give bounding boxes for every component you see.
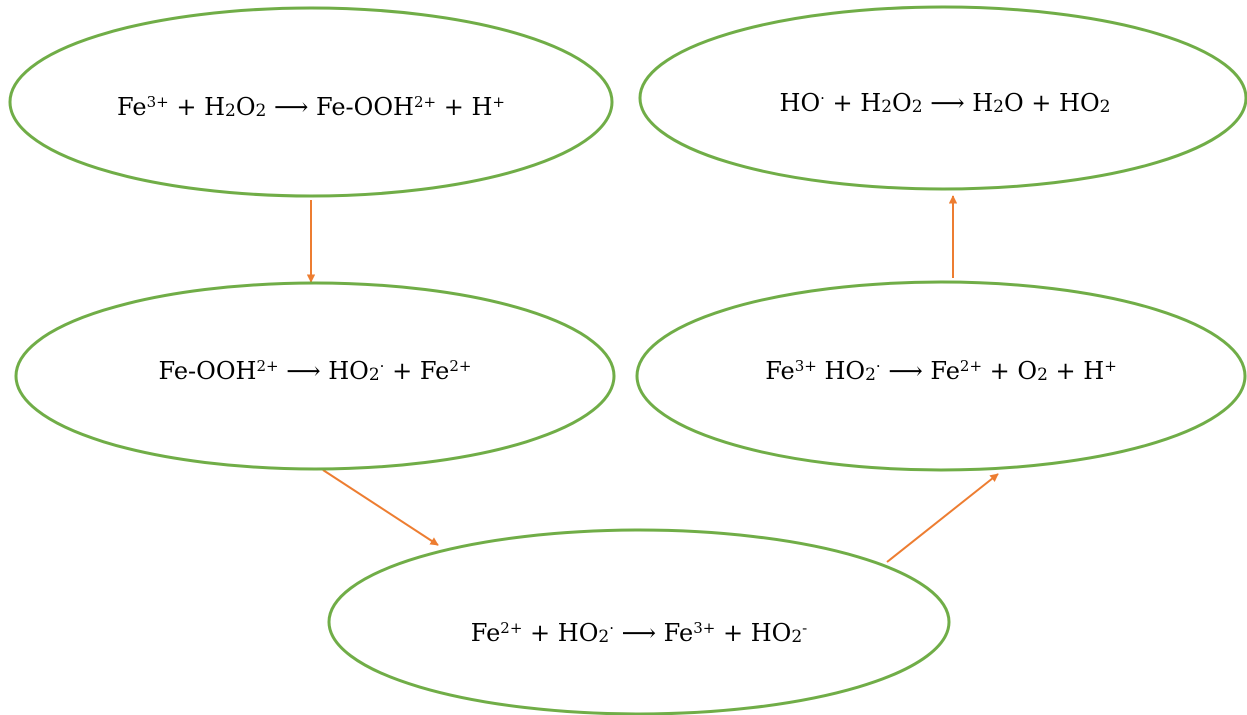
equation-subscript: 2 bbox=[912, 97, 923, 117]
node-equation: Fe-OOH2+ ⟶ HO2· + Fe2+ bbox=[159, 357, 472, 385]
node-ellipse bbox=[327, 528, 951, 715]
equation-supscript: · bbox=[876, 357, 881, 375]
equation-supscript: 2+ bbox=[449, 357, 471, 375]
equation-segment: + HO bbox=[522, 619, 598, 647]
node-equation: Fe3+ HO2· ⟶ Fe2+ + O2 + H+ bbox=[765, 357, 1117, 385]
equation-supscript: 2+ bbox=[960, 357, 982, 375]
node-fe3-ho2: Fe3+ HO2· ⟶ Fe2+ + O2 + H+ bbox=[635, 280, 1247, 472]
equation-supscript: · bbox=[820, 89, 825, 107]
node-ellipse bbox=[8, 6, 614, 198]
equation-segment: Fe bbox=[765, 357, 795, 385]
equation-supscript: + bbox=[492, 93, 505, 111]
equation-segment: Fe bbox=[117, 93, 147, 121]
node-ellipse bbox=[14, 281, 616, 471]
equation-supscript: · bbox=[380, 357, 385, 375]
equation-segment: + O bbox=[982, 357, 1037, 385]
equation-segment: HO bbox=[780, 89, 821, 117]
equation-segment: O bbox=[892, 89, 912, 117]
equation-subscript: 2 bbox=[1037, 365, 1048, 385]
equation-segment: ⟶ Fe bbox=[614, 619, 693, 647]
equation-segment: + H bbox=[436, 93, 492, 121]
equation-supscript: - bbox=[802, 619, 807, 637]
equation-supscript: 2+ bbox=[500, 619, 522, 637]
equation-segment: O bbox=[236, 93, 256, 121]
equation-segment: + H bbox=[169, 93, 225, 121]
equation-supscript: 2+ bbox=[256, 357, 278, 375]
equation-subscript: 2 bbox=[225, 101, 236, 121]
node-fe3-h2o2: Fe3+ + H2O2 ⟶ Fe-OOH2+ + H+ bbox=[8, 6, 614, 198]
equation-subscript: 2 bbox=[791, 627, 802, 647]
equation-subscript: 2 bbox=[881, 97, 892, 117]
equation-segment: O + HO bbox=[1004, 89, 1100, 117]
equation-segment: ⟶ Fe-OOH bbox=[266, 93, 414, 121]
equation-supscript: 3+ bbox=[693, 619, 715, 637]
equation-segment: HO bbox=[817, 357, 865, 385]
node-ellipse bbox=[635, 280, 1247, 472]
equation-supscript: + bbox=[1104, 357, 1117, 375]
node-fe-ooh: Fe-OOH2+ ⟶ HO2· + Fe2+ bbox=[14, 281, 616, 471]
node-equation: Fe2+ + HO2· ⟶ Fe3+ + HO2- bbox=[471, 619, 808, 647]
equation-subscript: 2 bbox=[256, 101, 267, 121]
equation-subscript: 2 bbox=[1100, 97, 1111, 117]
equation-segment: + HO bbox=[715, 619, 791, 647]
node-equation: HO· + H2O2 ⟶ H2O + HO2 bbox=[780, 89, 1111, 117]
equation-segment: ⟶ H bbox=[923, 89, 994, 117]
equation-segment: ⟶ Fe bbox=[881, 357, 960, 385]
equation-segment: + H bbox=[1048, 357, 1104, 385]
node-ellipse bbox=[638, 5, 1247, 191]
equation-supscript: · bbox=[609, 619, 614, 637]
equation-segment: Fe-OOH bbox=[159, 357, 257, 385]
node-equation: Fe3+ + H2O2 ⟶ Fe-OOH2+ + H+ bbox=[117, 93, 505, 121]
equation-segment: ⟶ HO bbox=[279, 357, 369, 385]
equation-segment: + Fe bbox=[384, 357, 449, 385]
arrow-n3-to-n5 bbox=[322, 469, 439, 546]
equation-subscript: 2 bbox=[598, 627, 609, 647]
arrow-n5-to-n4 bbox=[886, 473, 999, 563]
equation-supscript: 2+ bbox=[414, 93, 436, 111]
equation-segment: + H bbox=[825, 89, 881, 117]
edges-layer bbox=[306, 195, 999, 563]
node-fe2-ho2: Fe2+ + HO2· ⟶ Fe3+ + HO2- bbox=[327, 528, 951, 715]
equation-subscript: 2 bbox=[865, 365, 876, 385]
equation-supscript: 3+ bbox=[147, 93, 169, 111]
equation-segment: Fe bbox=[471, 619, 501, 647]
equation-supscript: 3+ bbox=[795, 357, 817, 375]
equation-subscript: 2 bbox=[993, 97, 1004, 117]
equation-subscript: 2 bbox=[369, 365, 380, 385]
node-ho-h2o2: HO· + H2O2 ⟶ H2O + HO2 bbox=[638, 5, 1247, 191]
